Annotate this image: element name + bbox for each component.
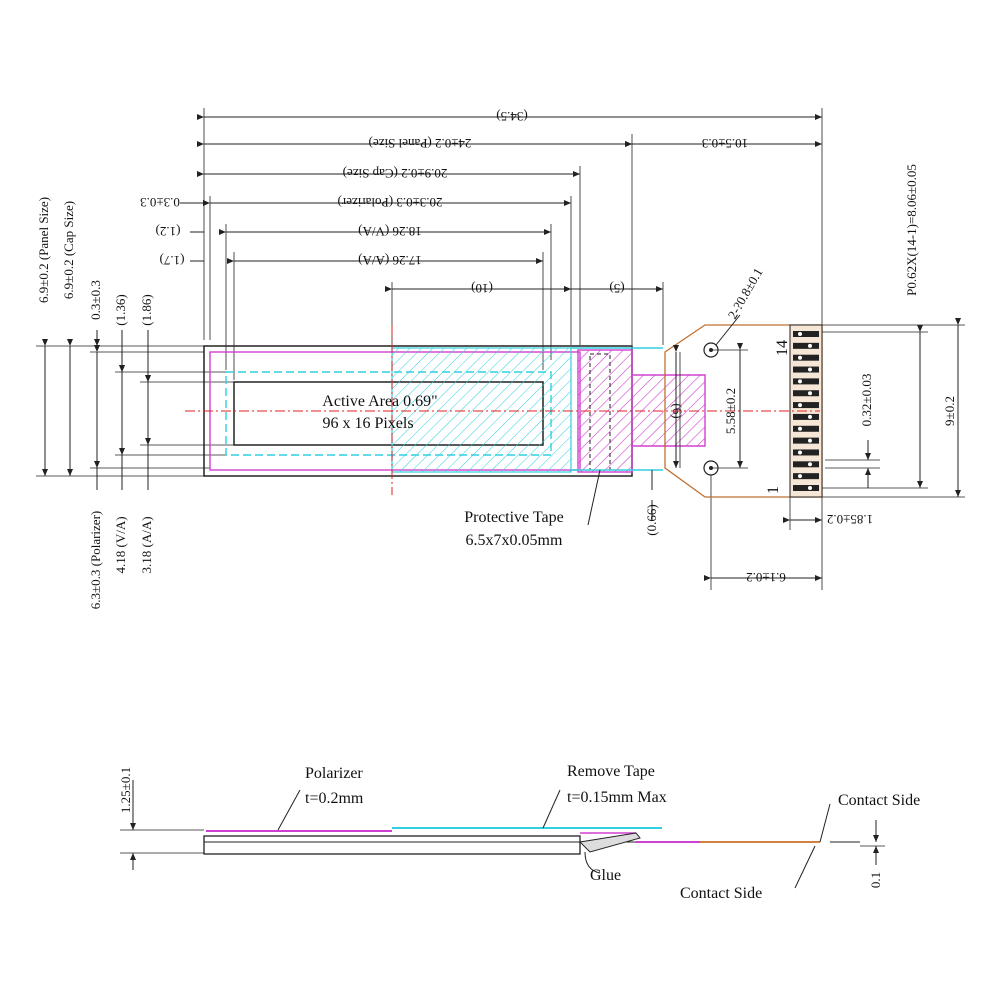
fpc-neck bbox=[632, 374, 706, 447]
dim-136: (1.36) bbox=[113, 294, 128, 325]
glass-stack bbox=[203, 835, 581, 855]
glue bbox=[578, 832, 641, 853]
dim-cap-size-v: 6.9±0.2 (Cap Size) bbox=[61, 201, 76, 299]
dim-fpc-width: 6.1±0.2 bbox=[746, 570, 786, 585]
top-view: (34.5) 24±0.2 (Panel Size) 10.5±0.3 20.9… bbox=[36, 108, 965, 609]
dim-5: (5) bbox=[609, 281, 624, 296]
dim-hole: 2-?0.8±0.1 bbox=[725, 265, 766, 321]
pin-contact bbox=[793, 390, 819, 397]
pin-contact bbox=[793, 413, 819, 420]
left-extensions bbox=[36, 345, 234, 477]
dim-fpc-length: 10.5±0.3 bbox=[702, 136, 748, 151]
pin-contact bbox=[793, 378, 819, 385]
pin-last-label: 14 bbox=[774, 340, 791, 356]
vertical-dimensions-left bbox=[42, 330, 151, 490]
pin-via bbox=[798, 403, 802, 408]
pin-contact bbox=[793, 485, 819, 491]
pin-contact bbox=[793, 461, 819, 468]
remove-tape-thickness: t=0.15mm Max bbox=[567, 789, 667, 806]
dim-aa-height: 3.18 (A/A) bbox=[139, 516, 154, 573]
protective-tape-leader bbox=[587, 469, 601, 526]
protective-tape bbox=[589, 353, 611, 471]
dim-186: (1.86) bbox=[139, 294, 154, 325]
contact-side-bottom: Contact Side bbox=[680, 885, 762, 902]
dim-polarizer: 20.3±0.3 (Polarizer) bbox=[338, 195, 443, 210]
pin-contact bbox=[793, 402, 819, 409]
dim-va-offset: (1.2) bbox=[156, 224, 181, 239]
glue-label: Glue bbox=[590, 867, 621, 884]
remove-tape-title: Remove Tape bbox=[567, 763, 655, 780]
dim-fpc-height: 9±0.2 bbox=[942, 396, 957, 426]
dim-panel-size: 24±0.2 (Panel Size) bbox=[369, 136, 472, 151]
pin-via bbox=[808, 367, 812, 372]
pin-contact bbox=[793, 449, 819, 456]
pin-via bbox=[798, 332, 802, 336]
dim-thickness: 1.25±0.1 bbox=[118, 767, 133, 813]
dim-cap-size: 20.9±0.2 (Cap Size) bbox=[343, 166, 448, 181]
pin-contact bbox=[793, 354, 819, 361]
dim-10: (10) bbox=[471, 281, 493, 296]
pin-via bbox=[808, 343, 812, 348]
dim-pin-area: 1.85±0.2 bbox=[827, 512, 873, 527]
pin-contact bbox=[793, 425, 819, 432]
protective-tape-size: 6.5x7x0.05mm bbox=[466, 532, 563, 549]
active-area-pixels: 96 x 16 Pixels bbox=[322, 415, 413, 432]
dim-066: (0.66) bbox=[644, 504, 659, 535]
dim-panel-size-v: 6.9±0.2 (Panel Size) bbox=[36, 197, 51, 303]
dim-aa-width: 17.26 (A/A) bbox=[358, 253, 422, 268]
pin-via bbox=[798, 355, 802, 360]
vertical-dim-labels-left: 6.9±0.2 (Panel Size) 6.9±0.2 (Cap Size) … bbox=[36, 197, 154, 609]
pin-contacts bbox=[793, 331, 819, 491]
dim-va-width: 18.26 (V/A) bbox=[358, 224, 422, 239]
pin-contact bbox=[793, 473, 819, 480]
pin-first-label: 1 bbox=[765, 486, 782, 494]
pin-via bbox=[808, 462, 812, 467]
pin-via bbox=[798, 474, 802, 479]
pin-via bbox=[798, 450, 802, 455]
dim-hole-spacing: 5.58±0.2 bbox=[723, 388, 738, 434]
pin-contact bbox=[793, 437, 819, 444]
dim-offset-v: 0.3±0.3 bbox=[88, 280, 103, 320]
horizontal-dim-labels: (34.5) 24±0.2 (Panel Size) 10.5±0.3 20.9… bbox=[140, 109, 873, 585]
active-area-title: Active Area 0.69" bbox=[322, 393, 437, 410]
protective-tape-title: Protective Tape bbox=[464, 509, 563, 526]
polarizer-thickness: t=0.2mm bbox=[305, 790, 364, 807]
pin-via bbox=[808, 414, 812, 419]
pin-contact bbox=[793, 331, 819, 337]
contact-side-top: Contact Side bbox=[838, 792, 920, 809]
dim-pin-width: 0.32±0.03 bbox=[859, 374, 874, 427]
dim-fpc-thickness: 0.1 bbox=[868, 872, 883, 888]
pin-via bbox=[808, 438, 812, 443]
dim-aa-offset: (1.7) bbox=[160, 253, 185, 268]
pin-contact bbox=[793, 366, 819, 373]
pin-via bbox=[808, 486, 812, 490]
dim-overall: (34.5) bbox=[496, 109, 527, 124]
pin-via bbox=[798, 379, 802, 384]
pin-via bbox=[798, 426, 802, 431]
dim-va-height: 4.18 (V/A) bbox=[113, 516, 128, 573]
pin-via bbox=[808, 391, 812, 396]
dim-polarizer-v: 6.3±0.3 (Polarizer) bbox=[88, 511, 103, 609]
extension-lines bbox=[203, 108, 823, 380]
dim-pol-offset: 0.3±0.3 bbox=[140, 195, 180, 210]
side-view: 1.25±0.1 Polarizer t=0.2mm Remove Tape t… bbox=[118, 763, 920, 902]
dim-pitch: P0.62X(14-1)=8.06±0.05 bbox=[904, 164, 919, 296]
dim-6: (6) bbox=[670, 403, 685, 418]
remove-tape-region bbox=[391, 347, 572, 473]
horizontal-dimensions bbox=[180, 114, 823, 590]
pin-contact bbox=[793, 342, 819, 349]
polarizer-title: Polarizer bbox=[305, 765, 363, 782]
